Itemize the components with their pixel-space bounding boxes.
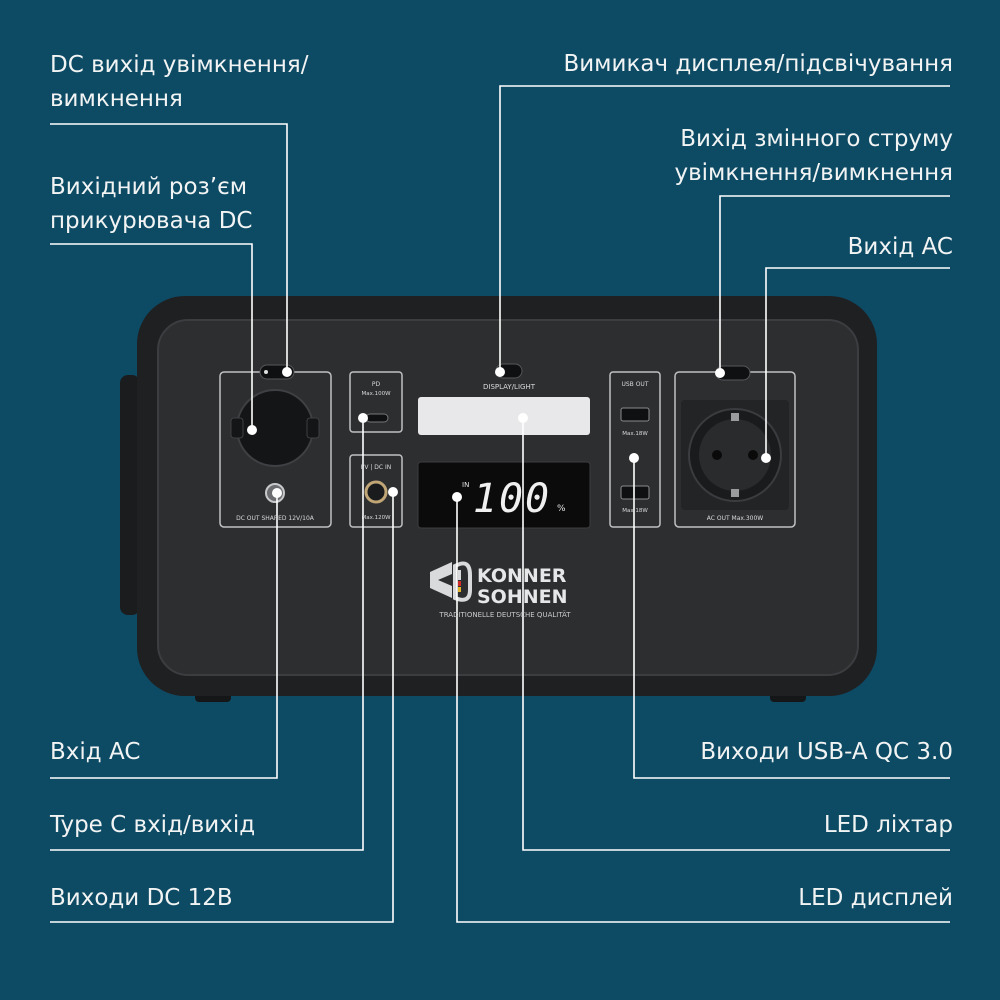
label-ac-switch-line2: увімкнення/вимкнення (674, 160, 954, 186)
usb-frame (609, 371, 661, 528)
led-light-panel (418, 397, 590, 435)
brand-tagline: TRADITIONELLE DEUTSCHE QUALITÄT (438, 610, 571, 619)
pv-max-text: Max.120W (361, 515, 391, 521)
display-light-text: DISPLAY/LIGHT (483, 383, 536, 391)
usb-port-1 (620, 407, 650, 422)
label-dc12: Виходи DC 12В (50, 885, 233, 911)
label-led-light: LED ліхтар (823, 812, 953, 838)
label-usb-out: Виходи USB-A QC 3.0 (700, 739, 953, 765)
screen-unit: % (557, 504, 566, 514)
brand-logo (430, 561, 472, 602)
screen-in-text: IN (462, 481, 469, 489)
brand-line1: KONNER (477, 565, 567, 587)
label-cigarette-line1: Вихідний роз’єм (50, 174, 248, 200)
label-display-switch: Вимикач дисплея/підсвічування (563, 51, 953, 77)
label-type-c: Type C вхід/вихід (50, 812, 256, 838)
label-dc-switch: DC вихід увімкнення/ вимкнення (50, 48, 308, 116)
leader-lines (50, 85, 950, 923)
device-handle (120, 375, 140, 615)
label-ac-switch: Вихід змінного струму увімкнення/вимкнен… (675, 122, 954, 190)
usb-port-2 (620, 485, 650, 500)
dc-out-text: DC OUT SHARED 12V/10A (236, 515, 315, 522)
label-ac-out: Вихід AC (847, 234, 953, 260)
usb-max-2: Max.18W (622, 508, 648, 514)
screen-value: 100 (473, 476, 551, 522)
label-ac-input: Вхід AC (50, 739, 141, 765)
label-cigarette-line2: прикурювача DC (50, 208, 253, 234)
dc-in-port (364, 480, 388, 504)
brand-line2: SOHNEN (477, 586, 568, 608)
pd-max-text: Max.100W (361, 391, 391, 397)
type-c-port (365, 413, 389, 423)
label-dc-switch-line2: вимкнення (50, 86, 183, 112)
pv-frame (349, 454, 403, 528)
leader-dots (247, 367, 771, 502)
label-dc-switch-line1: DC вихід увімкнення/ (50, 52, 309, 78)
pv-text: PV | DC IN (361, 464, 392, 471)
pd-frame (349, 371, 403, 433)
label-cigarette: Вихідний роз’єм прикурювача DC (50, 170, 252, 238)
pd-text: PD (372, 381, 381, 388)
ac-out-text: AC OUT Max.300W (707, 515, 764, 522)
usb-max-1: Max.18W (622, 431, 648, 437)
usb-out-text: USB OUT (621, 381, 648, 388)
label-ac-switch-line1: Вихід змінного струму (680, 126, 953, 152)
label-led-display: LED дисплей (798, 885, 953, 911)
led-display-screen (417, 461, 591, 529)
